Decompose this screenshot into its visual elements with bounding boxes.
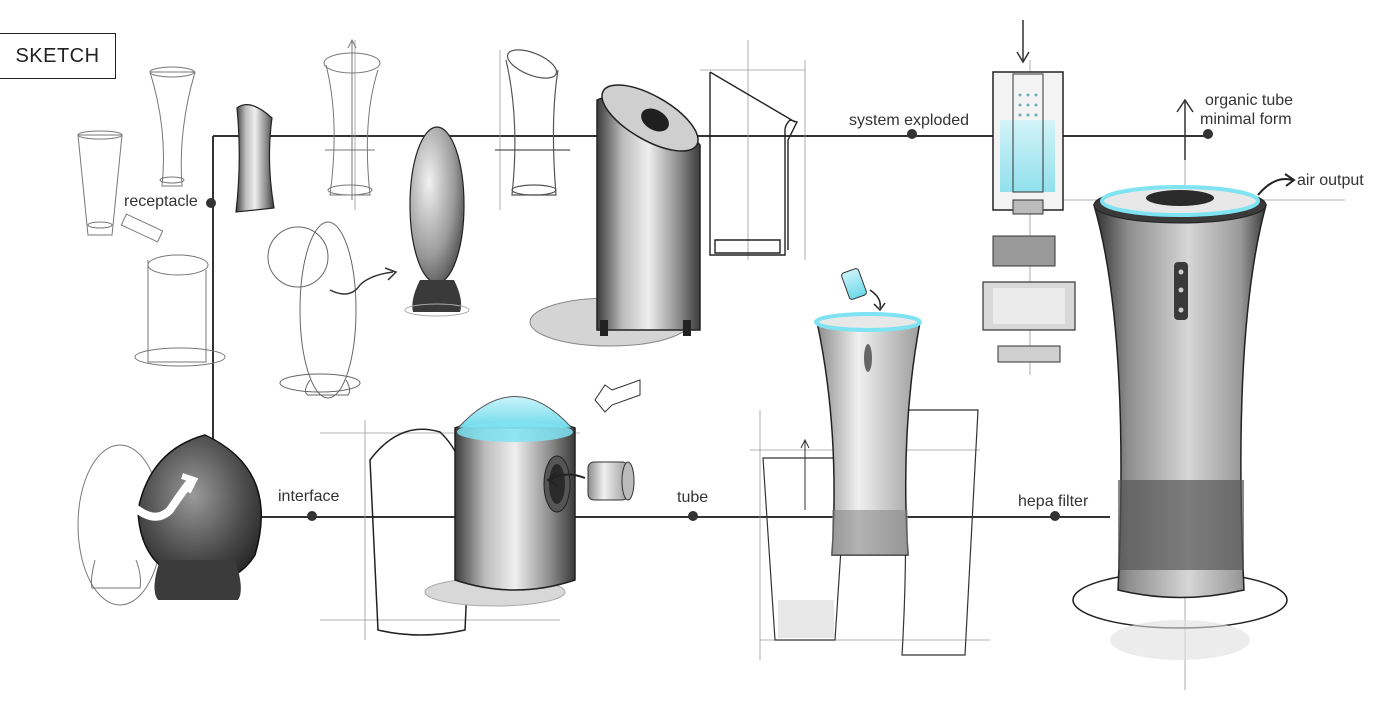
node-receptacle (206, 198, 216, 208)
sketch-badge: SKETCH (0, 33, 116, 79)
label-air-output: air output (1297, 172, 1364, 189)
vase-sketch-5 (495, 49, 570, 196)
label-hepa-filter: hepa filter (1018, 493, 1089, 510)
node-interface (307, 511, 317, 521)
connector-dots (206, 129, 1213, 521)
label-tube: tube (677, 489, 709, 506)
label-organic-tube: organic tube (1205, 92, 1294, 109)
label-minimal-form: minimal form (1200, 111, 1292, 128)
vase-sketch-1 (77, 130, 123, 236)
oval-pod-sketch (404, 126, 470, 317)
oval-outline-sketch (267, 221, 398, 399)
dark-vase-sketch (235, 104, 275, 213)
node-organic-tube (1203, 129, 1213, 139)
node-tube (688, 511, 698, 521)
vase-sketch-3 (120, 213, 226, 367)
vase-sketch-4 (323, 38, 381, 200)
organic-tube-arrow (1176, 98, 1194, 160)
slanted-cylinder (529, 84, 701, 347)
vase-sketch-2 (149, 66, 196, 187)
interface-pod (424, 379, 641, 607)
node-system-exploded (907, 129, 917, 139)
label-system-exploded: system exploded (849, 112, 970, 129)
exploded-system (982, 20, 1076, 363)
big-organic-tube (1072, 173, 1296, 660)
tube-concept (762, 268, 979, 656)
label-receptacle: receptacle (124, 193, 198, 210)
label-interface: interface (278, 488, 340, 505)
node-hepa-filter (1050, 511, 1060, 521)
interface-ball (77, 434, 262, 606)
profile-outline (709, 71, 799, 256)
